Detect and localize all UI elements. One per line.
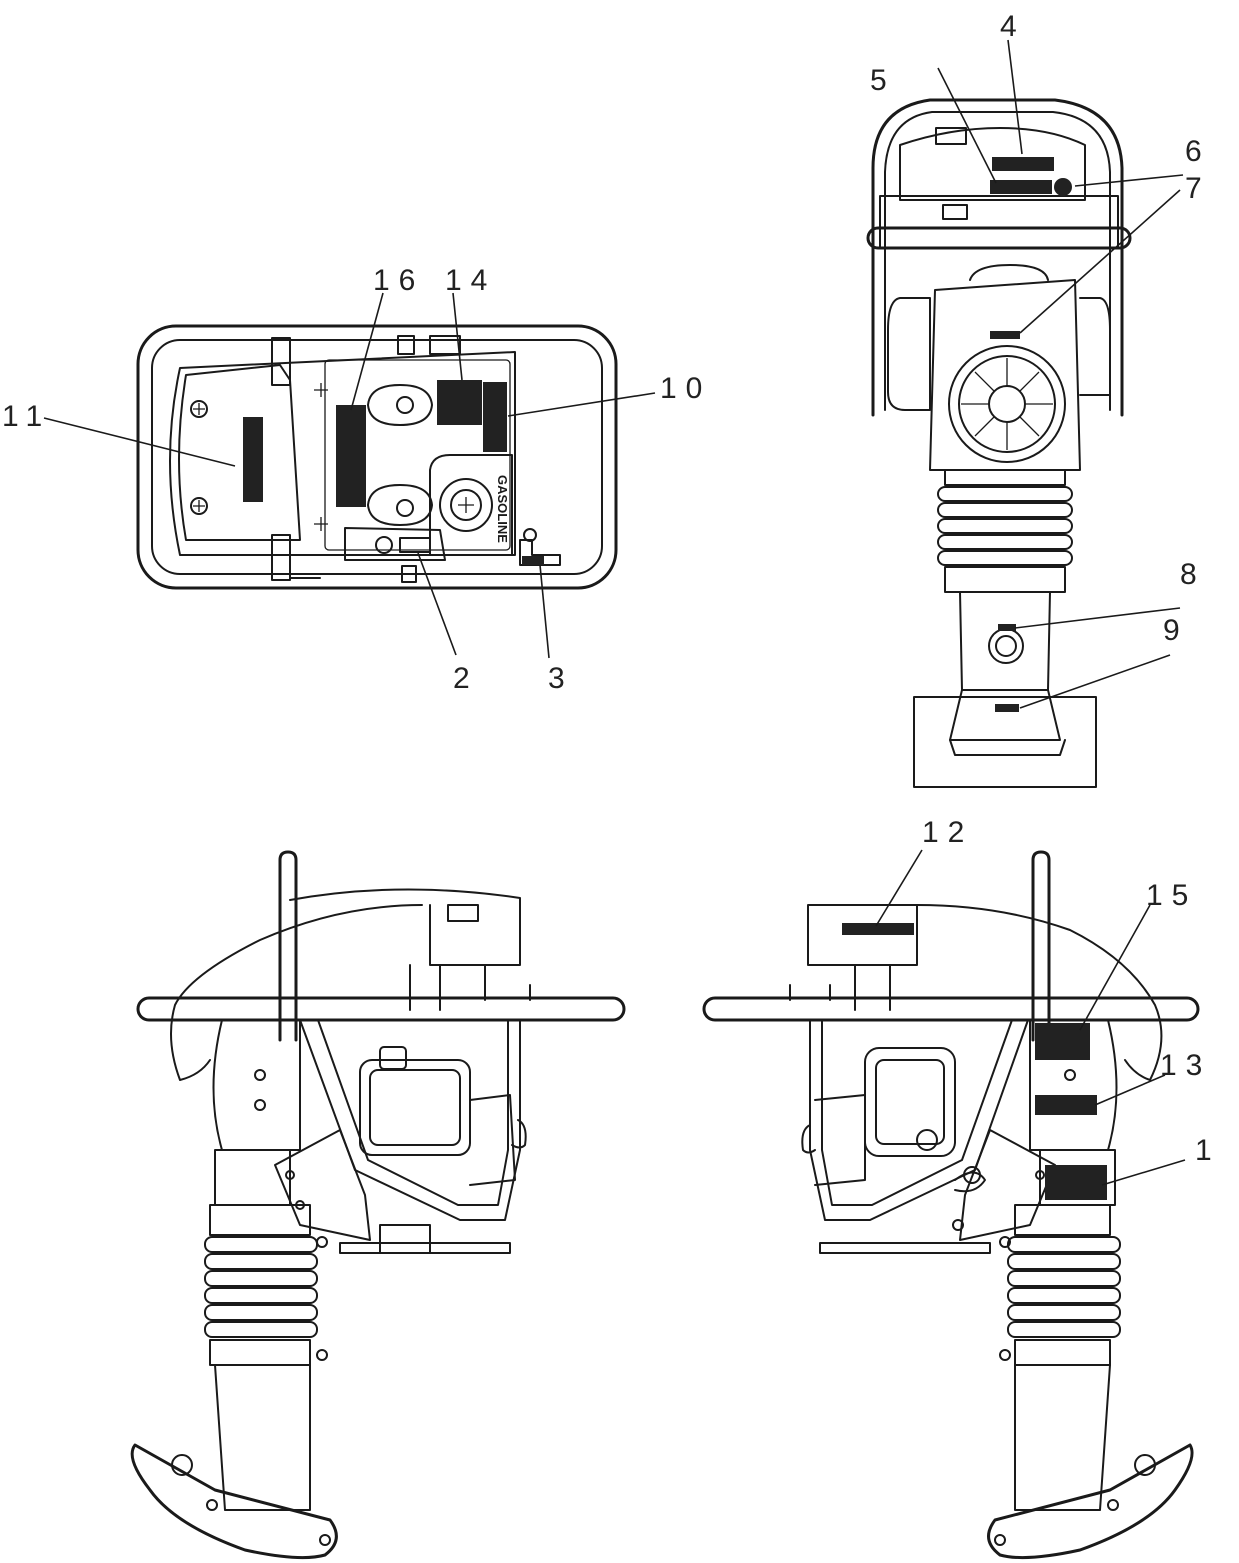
callout-6: 6 bbox=[1185, 135, 1211, 168]
decal-5 bbox=[990, 180, 1052, 194]
callout-8: 8 bbox=[1180, 558, 1206, 591]
callout-13: 13 bbox=[1160, 1049, 1211, 1082]
callout-14: 14 bbox=[445, 264, 496, 297]
decal-10 bbox=[483, 382, 507, 452]
callout-16: 16 bbox=[373, 264, 424, 297]
decal-16 bbox=[336, 405, 366, 507]
callout-3: 3 bbox=[548, 662, 574, 695]
callout-7: 7 bbox=[1185, 172, 1211, 205]
callout-11: 11 bbox=[2, 400, 51, 433]
decal-3 bbox=[522, 556, 544, 565]
decal-11 bbox=[243, 417, 263, 502]
callout-2: 2 bbox=[453, 662, 479, 695]
decal-15 bbox=[1035, 1023, 1090, 1060]
callout-10: 10 bbox=[660, 372, 711, 405]
callout-9: 9 bbox=[1163, 614, 1189, 647]
decal-12 bbox=[842, 923, 914, 935]
right-side-view: 12 15 13 1 bbox=[702, 816, 1221, 1560]
front-view: 4 5 6 7 8 9 bbox=[866, 10, 1211, 788]
top-view: GASOLINE bbox=[2, 264, 711, 695]
callout-5: 5 bbox=[870, 64, 896, 97]
decal-9 bbox=[995, 704, 1019, 712]
decal-8 bbox=[998, 624, 1016, 631]
left-side-view bbox=[130, 850, 626, 1560]
callout-15: 15 bbox=[1146, 879, 1197, 912]
tank-label: GASOLINE bbox=[495, 475, 510, 543]
callout-1: 1 bbox=[1195, 1134, 1221, 1167]
decal-7 bbox=[990, 331, 1020, 339]
decal-1 bbox=[1045, 1165, 1107, 1200]
decal-4 bbox=[992, 157, 1054, 171]
decal-14 bbox=[437, 380, 482, 425]
callout-12: 12 bbox=[922, 816, 973, 849]
decal-6 bbox=[1054, 178, 1072, 196]
decal-13 bbox=[1035, 1095, 1097, 1115]
callout-4: 4 bbox=[1000, 10, 1026, 43]
